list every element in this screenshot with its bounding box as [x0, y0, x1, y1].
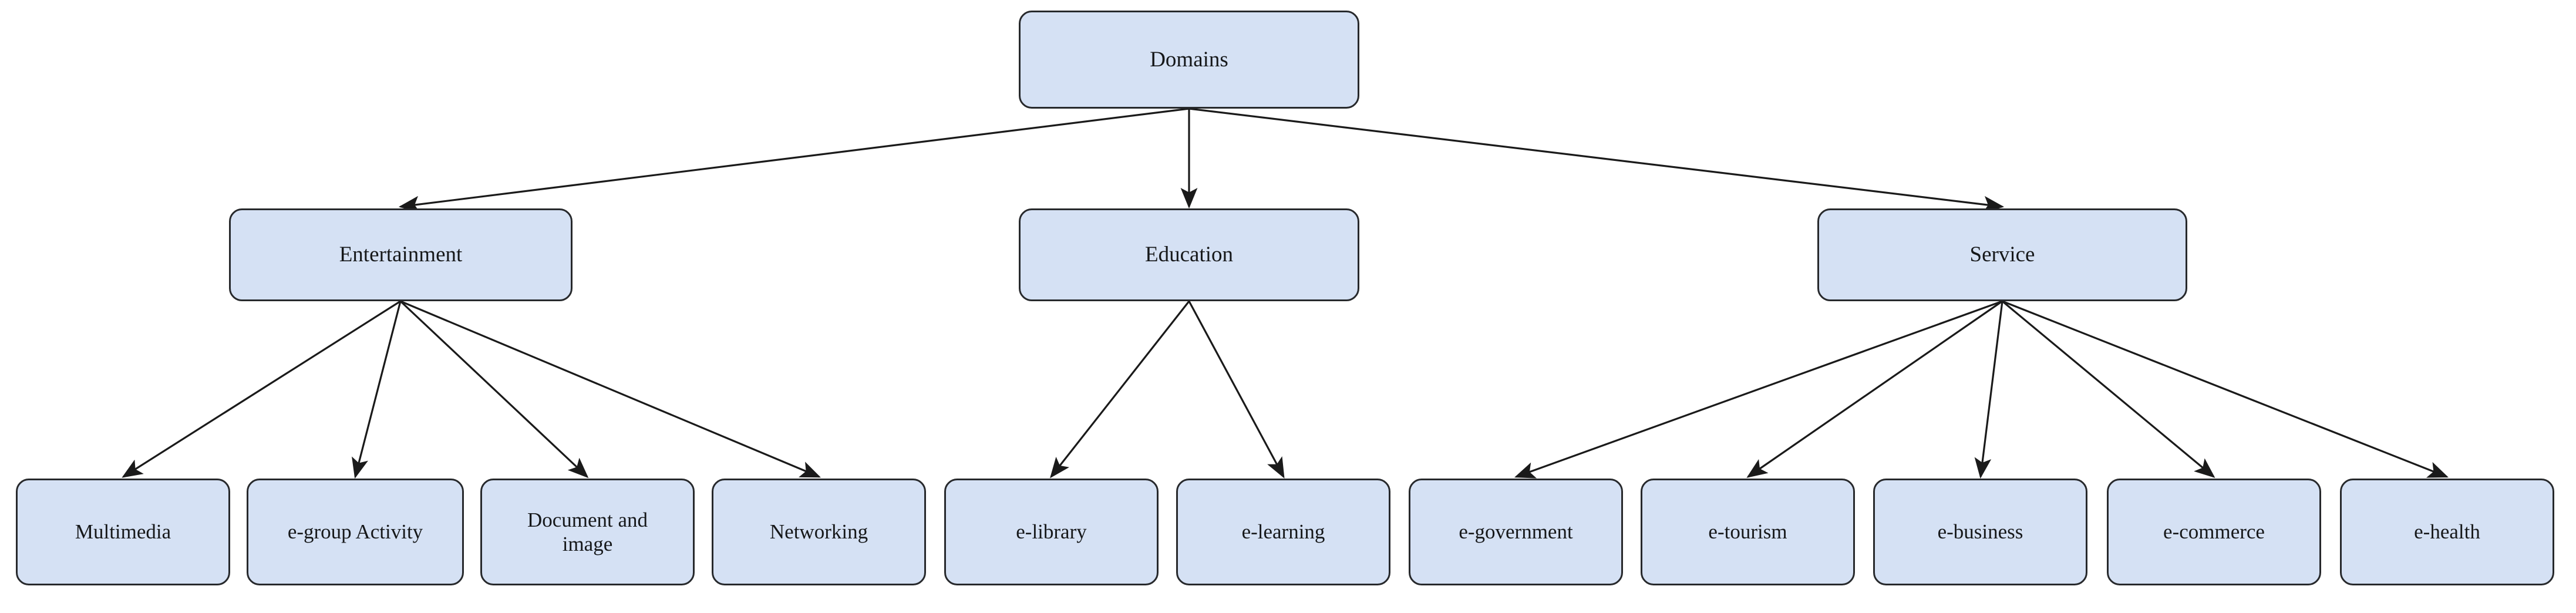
edge-service-to-e-health: [2002, 300, 2449, 478]
node-label-e-library: e-library: [1016, 520, 1087, 544]
node-label-e-group-activity: e-group Activity: [287, 520, 423, 544]
node-label-e-health: e-health: [2414, 520, 2480, 544]
edge-service-to-e-business: [1974, 301, 2003, 479]
edge-domains-to-service: [1188, 107, 2005, 213]
node-multimedia[interactable]: Multimedia: [16, 479, 230, 585]
edges-group: [122, 107, 2449, 479]
node-label-e-commerce: e-commerce: [2163, 520, 2265, 544]
node-label-education: Education: [1144, 242, 1233, 267]
node-e-tourism[interactable]: e-tourism: [1641, 479, 1855, 585]
node-e-commerce[interactable]: e-commerce: [2107, 479, 2321, 585]
node-label-e-business: e-business: [1937, 520, 2023, 544]
edge-entertainment-to-e-group-activity: [352, 301, 402, 479]
edge-service-to-e-government: [1514, 300, 2003, 479]
node-e-library[interactable]: e-library: [944, 479, 1159, 585]
edge-education-to-e-library: [1050, 301, 1190, 479]
node-e-learning[interactable]: e-learning: [1176, 479, 1390, 585]
node-label-entertainment: Entertainment: [339, 242, 463, 267]
node-label-networking: Networking: [769, 520, 868, 544]
node-label-service: Service: [1969, 242, 2035, 267]
edge-entertainment-to-networking: [400, 300, 821, 478]
node-e-government[interactable]: e-government: [1409, 479, 1623, 585]
node-e-group-activity[interactable]: e-group Activity: [247, 479, 464, 585]
edge-education-to-e-learning: [1188, 301, 1285, 479]
node-e-health[interactable]: e-health: [2340, 479, 2554, 585]
edge-entertainment-to-document-and-image: [399, 300, 589, 479]
node-label-domains: Domains: [1150, 47, 1228, 72]
node-domains[interactable]: Domains: [1019, 11, 1359, 109]
node-label-e-government: e-government: [1459, 520, 1573, 544]
node-networking[interactable]: Networking: [712, 479, 926, 585]
edge-entertainment-to-multimedia: [122, 300, 401, 478]
node-label-multimedia: Multimedia: [75, 520, 171, 544]
edge-service-to-e-tourism: [1746, 300, 2003, 478]
node-entertainment[interactable]: Entertainment: [229, 208, 573, 301]
node-e-business[interactable]: e-business: [1873, 479, 2087, 585]
node-service[interactable]: Service: [1817, 208, 2187, 301]
node-label-document-and-image: Document and image: [527, 508, 648, 555]
node-label-e-learning: e-learning: [1241, 520, 1325, 544]
edge-domains-to-entertainment: [398, 107, 1190, 213]
node-label-e-tourism: e-tourism: [1708, 520, 1787, 544]
edge-service-to-e-commerce: [2001, 300, 2215, 479]
node-document-and-image[interactable]: Document and image: [480, 479, 695, 585]
node-education[interactable]: Education: [1019, 208, 1359, 301]
